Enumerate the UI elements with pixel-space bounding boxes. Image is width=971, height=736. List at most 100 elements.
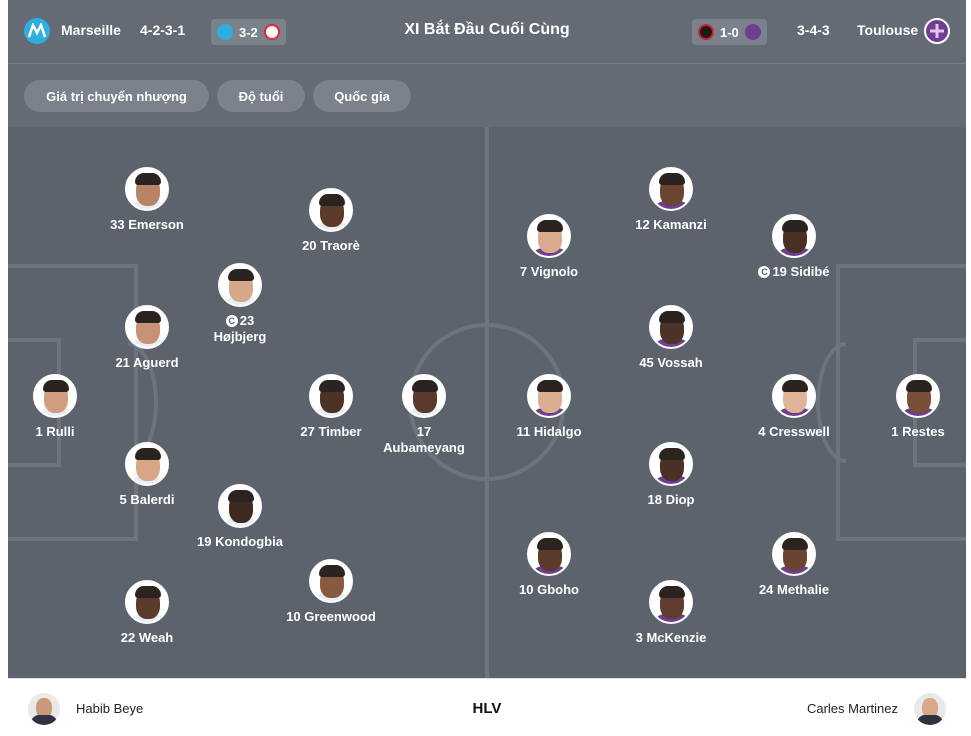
lyon-mini-crest-icon	[263, 24, 280, 40]
home-player-kondogbia[interactable]: 19 Kondogbia	[185, 484, 295, 550]
player-label: 22 Weah	[92, 630, 202, 646]
home-last-result-chip[interactable]: 3-2	[211, 19, 286, 45]
home-player-balerdi[interactable]: 5 Balerdi	[92, 442, 202, 508]
player-label: 10 Gboho	[494, 582, 604, 598]
player-name: Traorè	[320, 238, 360, 253]
player-avatar[interactable]	[309, 374, 353, 418]
player-avatar[interactable]	[218, 263, 262, 307]
player-number: 23	[239, 313, 255, 328]
away-coach-name[interactable]: Carles Martinez	[806, 701, 898, 716]
filter-age-button[interactable]: Độ tuổi	[217, 80, 305, 112]
player-avatar[interactable]	[772, 214, 816, 258]
player-name: Kamanzi	[653, 217, 707, 232]
captain-icon: C	[225, 315, 238, 327]
player-avatar[interactable]	[218, 484, 262, 528]
player-avatar[interactable]	[309, 559, 353, 603]
player-number: 1	[891, 424, 903, 439]
away-player-vignolo[interactable]: 7 Vignolo	[494, 214, 604, 280]
away-player-methalie[interactable]: 24 Methalie	[739, 532, 849, 598]
home-player-aubameyang[interactable]: 17 Aubameyang	[369, 374, 479, 456]
home-player-aguerd[interactable]: 21 Aguerd	[92, 305, 202, 371]
away-team-name[interactable]: Toulouse	[857, 22, 919, 38]
player-number: 19	[197, 534, 216, 549]
player-avatar[interactable]	[125, 442, 169, 486]
away-player-vossah[interactable]: 45 Vossah	[616, 305, 726, 371]
player-name: Diop	[665, 492, 695, 507]
player-number: 19	[772, 264, 791, 279]
player-avatar[interactable]	[402, 374, 446, 418]
player-name: Vossah	[657, 355, 703, 370]
player-name: Sidibé	[790, 264, 830, 279]
lineup-header: Marseille 4-2-3-1 3-2 XI Bắt Đầu Cuối Cù…	[8, 0, 966, 64]
player-label: 1 Restes	[863, 424, 966, 440]
player-avatar[interactable]	[772, 532, 816, 576]
player-label: 20 Traorè	[276, 238, 386, 254]
player-name: Timber	[318, 424, 362, 439]
toulouse-crest-icon[interactable]	[924, 18, 950, 44]
player-label: 33 Emerson	[92, 217, 202, 233]
home-team-name[interactable]: Marseille	[61, 22, 121, 38]
home-coach-avatar[interactable]	[28, 693, 60, 725]
away-player-mckenzie[interactable]: 3 McKenzie	[616, 580, 726, 646]
player-number: 11	[516, 424, 534, 439]
player-name: Emerson	[128, 217, 184, 232]
player-avatar[interactable]	[125, 167, 169, 211]
player-name: Kondogbia	[215, 534, 283, 549]
toulouse-mini-crest-icon	[744, 24, 761, 40]
home-player-timber[interactable]: 27 Timber	[276, 374, 386, 440]
home-player-rulli[interactable]: 1 Rulli	[8, 374, 110, 440]
player-label: 17 Aubameyang	[369, 424, 479, 456]
marseille-crest-icon[interactable]	[24, 18, 50, 44]
filter-bar: Giá trị chuyển nhượng Độ tuổi Quốc gia	[8, 64, 966, 127]
player-label: 10 Greenwood	[276, 609, 386, 625]
player-avatar[interactable]	[527, 532, 571, 576]
player-avatar[interactable]	[125, 305, 169, 349]
home-player-greenwood[interactable]: 10 Greenwood	[276, 559, 386, 625]
player-number: 3	[635, 630, 647, 645]
player-number: 22	[120, 630, 139, 645]
player-number: 1	[35, 424, 47, 439]
away-player-cresswell[interactable]: 4 Cresswell	[739, 374, 849, 440]
home-coach-name[interactable]: Habib Beye	[76, 701, 144, 716]
player-name: Balerdi	[130, 492, 175, 507]
away-last-result-score: 1-0	[720, 24, 739, 40]
player-number: 7	[519, 264, 531, 279]
player-number: 24	[758, 582, 778, 597]
away-player-gboho[interactable]: 10 Gboho	[494, 532, 604, 598]
player-label: 4 Cresswell	[739, 424, 849, 440]
player-avatar[interactable]	[33, 374, 77, 418]
player-avatar[interactable]	[649, 580, 693, 624]
home-player-traor-[interactable]: 20 Traorè	[276, 188, 386, 254]
player-avatar[interactable]	[125, 580, 169, 624]
player-number: 21	[115, 355, 134, 370]
filter-nationality-button[interactable]: Quốc gia	[313, 80, 411, 112]
away-player-restes[interactable]: 1 Restes	[863, 374, 966, 440]
home-player-weah[interactable]: 22 Weah	[92, 580, 202, 646]
player-name: Greenwood	[304, 609, 376, 624]
away-last-result-chip[interactable]: 1-0	[692, 19, 767, 45]
home-player-emerson[interactable]: 33 Emerson	[92, 167, 202, 233]
lineup-card: Marseille 4-2-3-1 3-2 XI Bắt Đầu Cuối Cù…	[8, 0, 966, 736]
filter-market-value-button[interactable]: Giá trị chuyển nhượng	[24, 80, 209, 112]
player-avatar[interactable]	[649, 442, 693, 486]
player-avatar[interactable]	[527, 214, 571, 258]
coach-label: HLV	[472, 700, 502, 717]
captain-icon: C	[758, 266, 771, 278]
away-player-kamanzi[interactable]: 12 Kamanzi	[616, 167, 726, 233]
player-avatar[interactable]	[527, 374, 571, 418]
player-name: Methalie	[777, 582, 830, 597]
player-avatar[interactable]	[649, 167, 693, 211]
player-label: 19 Kondogbia	[185, 534, 295, 550]
player-avatar[interactable]	[649, 305, 693, 349]
away-coach-avatar[interactable]	[914, 693, 946, 725]
marseille-mini-crest-icon	[217, 24, 233, 40]
player-avatar[interactable]	[309, 188, 353, 232]
away-player-hidalgo[interactable]: 11 Hidalgo	[494, 374, 604, 440]
away-player-diop[interactable]: 18 Diop	[616, 442, 726, 508]
player-avatar[interactable]	[772, 374, 816, 418]
player-avatar[interactable]	[896, 374, 940, 418]
